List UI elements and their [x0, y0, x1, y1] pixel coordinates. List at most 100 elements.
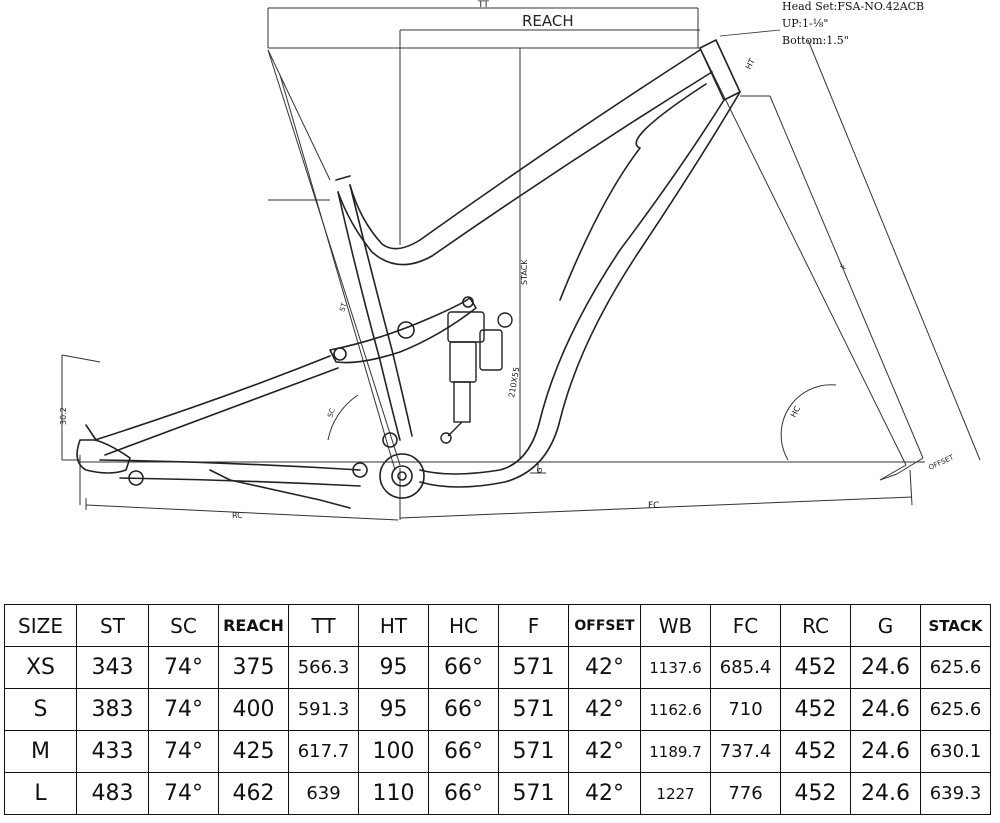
- cell-rc: 452: [780, 688, 851, 731]
- cell-size: L: [4, 772, 77, 815]
- geometry-table: SIZE ST SC REACH TT HT HC F OFFSET WB FC…: [4, 604, 991, 815]
- cell-reach: 400: [218, 688, 289, 731]
- header-size: SIZE: [4, 604, 77, 647]
- cell-stack: 625.6: [920, 688, 991, 731]
- fork-angle-label: HC: [789, 404, 803, 419]
- cell-g: 24.6: [850, 772, 921, 815]
- cell-size: XS: [4, 646, 77, 689]
- header-rc: RC: [780, 604, 851, 647]
- header-sc: SC: [148, 604, 219, 647]
- cell-rc: 452: [780, 772, 851, 815]
- cell-hc: 66°: [428, 730, 499, 773]
- header-hc: HC: [428, 604, 499, 647]
- header-stack: STACK: [920, 604, 991, 647]
- cell-offset: 42°: [568, 730, 641, 773]
- header-f: F: [498, 604, 569, 647]
- cell-size: S: [4, 688, 77, 731]
- bb-drop-label: 30.2: [59, 407, 68, 425]
- cell-g: 24.6: [850, 730, 921, 773]
- cell-ht: 95: [358, 688, 429, 731]
- cell-st: 433: [76, 730, 149, 773]
- cell-rc: 452: [780, 646, 851, 689]
- cell-st: 383: [76, 688, 149, 731]
- cell-g: 24.6: [850, 688, 921, 731]
- table-row: XS 343 74° 375 566.3 95 66° 571 42° 1137…: [4, 646, 991, 689]
- cell-g: 24.6: [850, 646, 921, 689]
- header-wb: WB: [640, 604, 711, 647]
- fork-construction: [701, 39, 981, 506]
- headset-spec-line3: Bottom:1.5": [782, 34, 849, 47]
- cell-reach: 375: [218, 646, 289, 689]
- g-label: G: [536, 468, 544, 473]
- cell-stack: 625.6: [920, 646, 991, 689]
- cell-stack: 639.3: [920, 772, 991, 815]
- header-fc: FC: [710, 604, 781, 647]
- st-label: ST: [338, 301, 349, 312]
- cell-ht: 100: [358, 730, 429, 773]
- cell-tt: 591.3: [288, 688, 359, 731]
- stack-label: STACK: [520, 259, 529, 285]
- cell-stack: 630.1: [920, 730, 991, 773]
- headset-spec: Head Set:FSA-NO.42ACB UP:1-⅛" Bottom:1.5…: [719, 0, 924, 47]
- seat-tube-construction: [267, 49, 401, 471]
- cell-hc: 66°: [428, 646, 499, 689]
- cell-tt: 566.3: [288, 646, 359, 689]
- header-st: ST: [76, 604, 149, 647]
- frame-geometry-drawing: TT REACH STACK Head Set:FSA-NO.42ACB UP:…: [59, 0, 981, 521]
- cell-size: M: [4, 730, 77, 773]
- cell-wb: 1162.6: [640, 688, 711, 731]
- cell-fc: 776: [710, 772, 781, 815]
- cell-ht: 110: [358, 772, 429, 815]
- cell-wb: 1227: [640, 772, 711, 815]
- cell-sc: 74°: [148, 646, 219, 689]
- rear-shock: [440, 311, 513, 444]
- cell-tt: 639: [288, 772, 359, 815]
- f-label: F: [839, 262, 849, 271]
- cell-sc: 74°: [148, 772, 219, 815]
- rc-dimension: [85, 498, 399, 521]
- axle-line: [61, 354, 925, 505]
- cell-offset: 42°: [568, 646, 641, 689]
- geometry-table-header-row: SIZE ST SC REACH TT HT HC F OFFSET WB FC…: [4, 604, 991, 647]
- frame-outline: [76, 39, 741, 509]
- cell-fc: 685.4: [710, 646, 781, 689]
- fc-label: FC: [648, 501, 659, 511]
- offset-label: OFFSET: [927, 453, 955, 472]
- cell-ht: 95: [358, 646, 429, 689]
- header-offset: OFFSET: [568, 604, 641, 647]
- shock-size-label: 210X55: [507, 366, 521, 398]
- cell-fc: 710: [710, 688, 781, 731]
- cell-hc: 66°: [428, 772, 499, 815]
- cell-wb: 1189.7: [640, 730, 711, 773]
- cell-f: 571: [498, 730, 569, 773]
- cell-tt: 617.7: [288, 730, 359, 773]
- header-ht: HT: [358, 604, 429, 647]
- cell-st: 343: [76, 646, 149, 689]
- table-row: M 433 74° 425 617.7 100 66° 571 42° 1189…: [4, 730, 991, 773]
- cell-reach: 425: [218, 730, 289, 773]
- cell-f: 571: [498, 772, 569, 815]
- headset-spec-line2: UP:1-⅛": [782, 17, 828, 30]
- cell-fc: 737.4: [710, 730, 781, 773]
- cell-sc: 74°: [148, 688, 219, 731]
- table-row: S 383 74° 400 591.3 95 66° 571 42° 1162.…: [4, 688, 991, 731]
- table-row: L 483 74° 462 639 110 66° 571 42° 1227 7…: [4, 772, 991, 815]
- header-tt: TT: [288, 604, 359, 647]
- header-g: G: [850, 604, 921, 647]
- rc-label: RC: [232, 511, 243, 520]
- tt-label: TT: [477, 0, 489, 10]
- cell-rc: 452: [780, 730, 851, 773]
- cell-f: 571: [498, 688, 569, 731]
- cell-offset: 42°: [568, 688, 641, 731]
- cell-hc: 66°: [428, 688, 499, 731]
- cell-sc: 74°: [148, 730, 219, 773]
- cell-offset: 42°: [568, 772, 641, 815]
- headset-spec-line1: Head Set:FSA-NO.42ACB: [782, 0, 924, 13]
- reach-dimension: [267, 7, 700, 458]
- cell-st: 483: [76, 772, 149, 815]
- ht-label: HT: [744, 57, 757, 71]
- cell-wb: 1137.6: [640, 646, 711, 689]
- header-reach: REACH: [218, 604, 289, 647]
- cell-reach: 462: [218, 772, 289, 815]
- cell-f: 571: [498, 646, 569, 689]
